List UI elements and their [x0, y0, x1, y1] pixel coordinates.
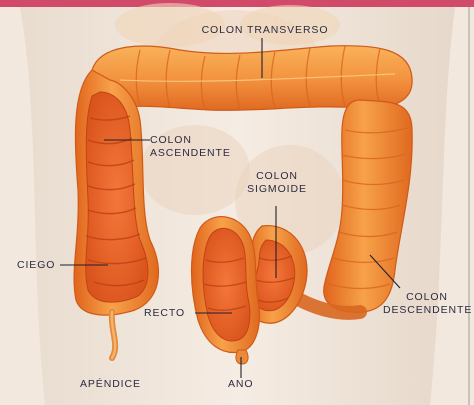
- label-recto: RECTO: [144, 307, 204, 320]
- label-ano: ANO: [228, 378, 268, 391]
- label-colon-descendente: COLON DESCENDENTE: [383, 291, 471, 317]
- label-ciego: CIEGO: [17, 259, 67, 272]
- label-colon-sigmoide: COLON SIGMOIDE: [232, 170, 322, 196]
- label-apendice: APÉNDICE: [80, 378, 170, 391]
- label-colon-transverso: COLON TRANSVERSO: [180, 24, 350, 37]
- label-colon-ascendente: COLON ASCENDENTE: [150, 134, 260, 160]
